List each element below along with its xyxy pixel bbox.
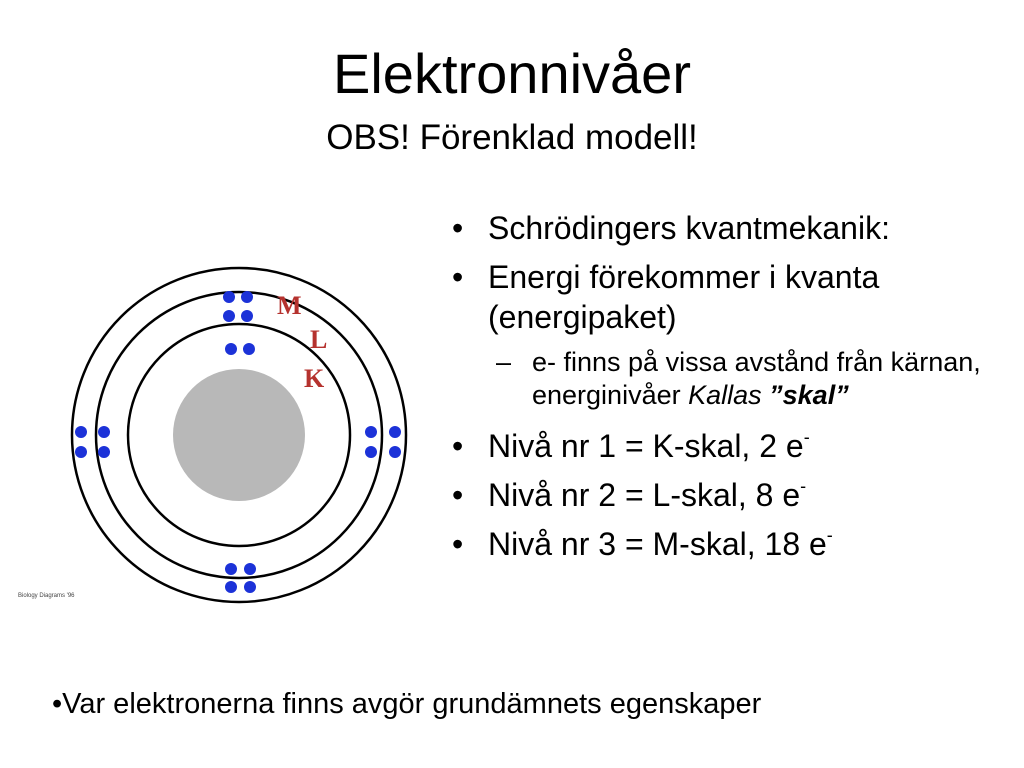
slide-title: Elektronnivåer <box>333 42 691 105</box>
electron <box>98 426 110 438</box>
electron <box>225 581 237 593</box>
bullet-text: Schrödingers kvantmekanik: <box>488 210 890 246</box>
electron <box>365 426 377 438</box>
electron <box>244 563 256 575</box>
electron <box>98 446 110 458</box>
bullet-text: Nivå nr 3 = M-skal, 18 e <box>488 526 827 562</box>
bullet-text: Nivå nr 1 = K-skal, 2 e <box>488 428 804 464</box>
electron <box>244 581 256 593</box>
bullet-text: Energi förekommer i kvanta (energipaket) <box>488 259 880 335</box>
bullet-item: • Energi förekommer i kvanta (energipake… <box>448 257 1018 337</box>
atom-shell-diagram: M L K Biology Diagrams '96 <box>18 266 408 604</box>
bullet-item: • Schrödingers kvantmekanik: <box>448 208 1018 248</box>
bullet-glyph: • <box>452 210 464 246</box>
shell-k-ring <box>126 322 352 548</box>
electron <box>389 426 401 438</box>
electron <box>241 310 253 322</box>
sub-bullet-italic: Kallas <box>688 380 770 410</box>
diagram-credit: Biology Diagrams '96 <box>18 593 75 599</box>
nucleus <box>173 369 305 501</box>
shell-label-l: L <box>310 325 327 354</box>
electron <box>389 446 401 458</box>
electron <box>75 426 87 438</box>
electron <box>223 310 235 322</box>
dash-glyph: – <box>496 347 512 377</box>
sub-bullet-bold: ”skal” <box>769 380 849 410</box>
superscript-minus: - <box>826 525 833 545</box>
shell-label-k: K <box>304 364 325 393</box>
shell-label-m: M <box>277 291 302 320</box>
bullet-glyph: • <box>452 428 464 464</box>
shell-l-ring <box>94 290 384 580</box>
sub-bullet-item: – e- finns på vissa avstånd från kärnan,… <box>448 346 1018 412</box>
slide-subtitle: OBS! Förenklad modell! <box>326 118 698 157</box>
footer-note: •Var elektronerna finns avgör grundämnet… <box>52 688 762 720</box>
electron <box>225 563 237 575</box>
bullet-glyph: • <box>452 477 464 513</box>
bullet-glyph: • <box>452 259 464 295</box>
bullet-item: • Nivå nr 1 = K-skal, 2 e- <box>448 426 1018 466</box>
bullet-item: • Nivå nr 3 = M-skal, 18 e- <box>448 524 1018 564</box>
bullet-list: • Schrödingers kvantmekanik: • Energi fö… <box>448 208 1018 573</box>
sub-bullet-text: e- finns på vissa avstånd från kärnan, e… <box>532 347 981 410</box>
superscript-minus: - <box>803 427 810 447</box>
electron <box>225 343 237 355</box>
shell-m-ring <box>70 266 408 604</box>
electron-group <box>75 291 401 593</box>
electron <box>243 343 255 355</box>
electron <box>223 291 235 303</box>
bullet-text: Nivå nr 2 = L-skal, 8 e <box>488 477 801 513</box>
bullet-item: • Nivå nr 2 = L-skal, 8 e- <box>448 475 1018 515</box>
superscript-minus: - <box>800 476 807 496</box>
bullet-glyph: • <box>452 526 464 562</box>
electron <box>241 291 253 303</box>
electron <box>75 446 87 458</box>
electron <box>365 446 377 458</box>
